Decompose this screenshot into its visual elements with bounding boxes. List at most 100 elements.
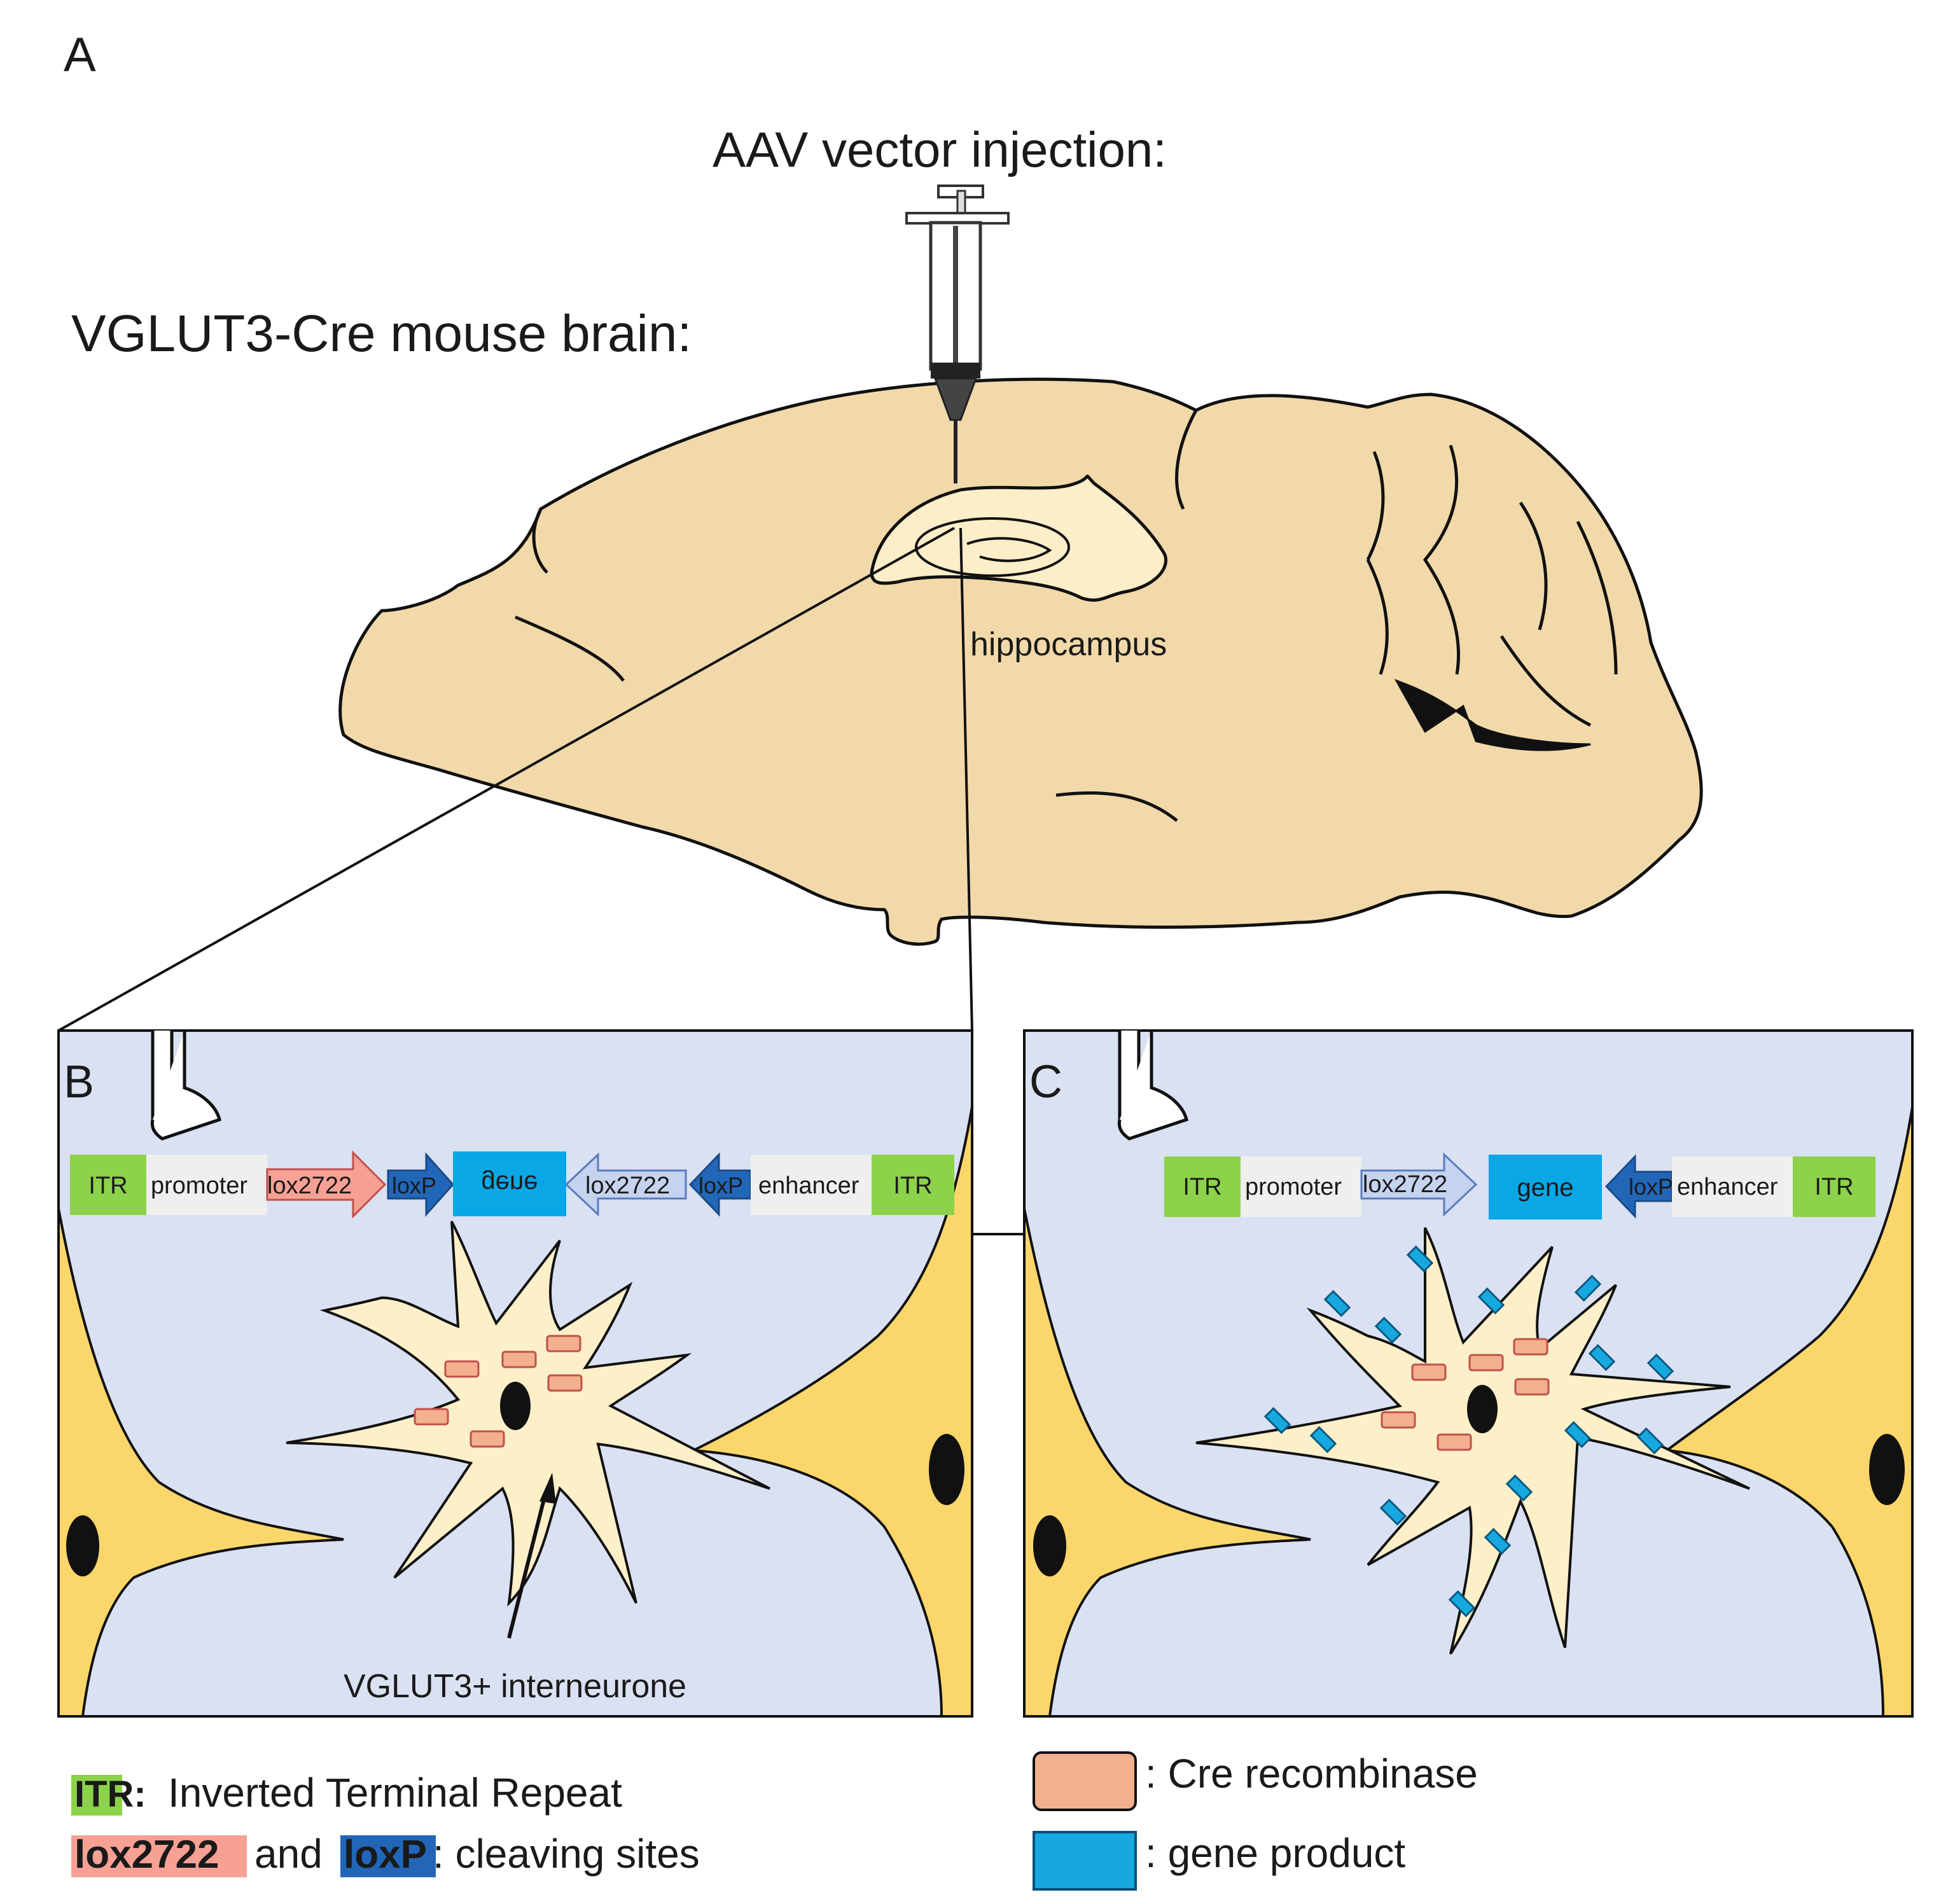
- pipette-icon: [150, 1031, 221, 1141]
- zoom-line-right: [959, 527, 973, 1031]
- injection-title: AAV vector injection:: [713, 122, 1167, 177]
- lox2722-reverse-arrow: [564, 1152, 687, 1217]
- cre-swatch: [1033, 1751, 1137, 1811]
- cre-molecule: [1411, 1363, 1447, 1381]
- panel-b-label: B: [64, 1057, 94, 1108]
- itr-label: ITR: [88, 1172, 127, 1199]
- panel-a-label: A: [64, 28, 96, 82]
- brain-sulcus-3: [1055, 791, 1178, 822]
- gene-product: [1574, 1274, 1602, 1302]
- and-text: and: [254, 1831, 323, 1877]
- interneuron-b-nucleus: [500, 1382, 531, 1430]
- gene-product: [1448, 1590, 1476, 1618]
- neighbor-neuron-left: [57, 1208, 344, 1718]
- brain-sulcus-1: [532, 508, 548, 574]
- gene-label: gene: [1517, 1174, 1574, 1202]
- gene-product: [1646, 1353, 1674, 1381]
- enhancer-box: [751, 1155, 872, 1215]
- lox2722-key: lox2722: [74, 1833, 219, 1877]
- zoom-line-left: [58, 527, 955, 1032]
- syringe-icon: [905, 184, 1010, 483]
- cre-molecule: [414, 1408, 449, 1426]
- gene-product-legend-text: : gene product: [1145, 1830, 1405, 1876]
- loxp-arrow: [387, 1152, 455, 1217]
- cre-molecule: [1468, 1354, 1504, 1372]
- enhancer-label: enhancer: [758, 1172, 859, 1199]
- enhancer-box: [1672, 1157, 1793, 1217]
- pipette-icon-c: [1117, 1031, 1188, 1141]
- gene-product: [1484, 1527, 1512, 1555]
- itr-key-highlight: [71, 1775, 122, 1816]
- lox2722-label: lox2722: [267, 1172, 352, 1199]
- cerebellum-fold-4: [1519, 501, 1548, 630]
- panel-b-background: [57, 1029, 973, 1718]
- cre-molecule: [1437, 1433, 1472, 1451]
- promoter-label: promoter: [151, 1172, 247, 1199]
- brain-sulcus-4: [1175, 409, 1198, 510]
- panel-c: C ITR promoter lox2722 gene loxP enhance…: [1023, 1029, 1914, 1718]
- lox2722-arrow: [1360, 1152, 1478, 1217]
- panel-c-label: C: [1029, 1057, 1062, 1108]
- interneurone-label: VGLUT3+ interneurone: [344, 1668, 686, 1705]
- gene-product: [1406, 1245, 1434, 1273]
- itr-key: ITR:: [74, 1774, 146, 1815]
- interneuron-c-nucleus: [1467, 1385, 1498, 1433]
- loxp-key: loxP: [344, 1833, 427, 1877]
- cre-molecule: [470, 1430, 505, 1448]
- lox2722-reverse-label: lox2722: [585, 1172, 670, 1199]
- gene-label-inverted: gene: [482, 1170, 538, 1198]
- gene-box: [453, 1151, 566, 1216]
- loxp-key-highlight: [340, 1835, 436, 1877]
- gene-product: [1374, 1316, 1402, 1344]
- gene-product: [1564, 1421, 1592, 1449]
- cre-molecule: [1381, 1411, 1416, 1429]
- cre-molecule: [501, 1351, 537, 1368]
- gene-product: [1505, 1474, 1533, 1502]
- brain-title: VGLUT3-Cre mouse brain:: [71, 305, 692, 363]
- itr-label-right: ITR: [1814, 1174, 1853, 1200]
- brain-sulcus-2: [515, 615, 625, 682]
- neighbor-nucleus-left-c: [1033, 1515, 1066, 1576]
- itr-box-right: [1793, 1157, 1875, 1217]
- neighbor-nucleus-right-c: [1869, 1434, 1905, 1505]
- hippocampus-inner-ring: [915, 517, 1070, 577]
- loxp-label: loxP: [1629, 1174, 1673, 1200]
- lox2722-key-highlight: [71, 1835, 247, 1877]
- itr-definition: Inverted Terminal Repeat: [168, 1770, 622, 1816]
- gene-products-c: [1263, 1245, 1674, 1618]
- cre-molecule: [1514, 1378, 1550, 1396]
- itr-box-right: [872, 1155, 954, 1215]
- itr-label: ITR: [1183, 1174, 1221, 1200]
- loxp-reverse-arrow: [1604, 1154, 1673, 1219]
- hippocampus-spiral: [966, 537, 1052, 562]
- loxp-reverse-label: loxP: [699, 1172, 743, 1199]
- neighbor-neuron-left-c: [1023, 1208, 1311, 1718]
- promoter-label: promoter: [1245, 1174, 1342, 1200]
- gene-product: [1309, 1426, 1337, 1454]
- construct-c: ITR promoter lox2722 gene loxP enhancer …: [1164, 1152, 1875, 1220]
- panel-b: B ITR promoter lox2722 loxP gene lox2722…: [57, 1029, 973, 1718]
- lox2722-label: lox2722: [1363, 1171, 1447, 1198]
- legend-left: ITR: Inverted Terminal Repeat lox2722 an…: [71, 1770, 700, 1877]
- enhancer-label: enhancer: [1677, 1174, 1778, 1200]
- gene-product: [1636, 1427, 1664, 1455]
- gene-product: [1263, 1407, 1291, 1435]
- construct-b: ITR promoter lox2722 loxP gene lox2722 l…: [70, 1150, 954, 1219]
- cre-molecule: [1513, 1338, 1548, 1356]
- gene-product: [1323, 1289, 1351, 1317]
- cerebellum-fold-6: [1499, 635, 1592, 727]
- lox2722-arrow: [266, 1150, 387, 1219]
- gene-product-swatch: [1033, 1831, 1137, 1891]
- cerebellum-fold-2: [1423, 445, 1460, 675]
- loxp-label: loxP: [392, 1172, 436, 1199]
- cerebellum-fold-5: [1576, 520, 1618, 675]
- cre-molecule: [444, 1360, 480, 1378]
- cre-molecule: [547, 1374, 583, 1392]
- loxp-reverse-arrow: [688, 1152, 752, 1217]
- interneuron-c: [1195, 1227, 1750, 1655]
- cleaving-text: : cleaving sites: [433, 1831, 700, 1877]
- promoter-box: [1241, 1157, 1361, 1217]
- cell-pointer-arrow: [507, 1473, 556, 1639]
- cerebellum-fold-3: [1366, 559, 1389, 675]
